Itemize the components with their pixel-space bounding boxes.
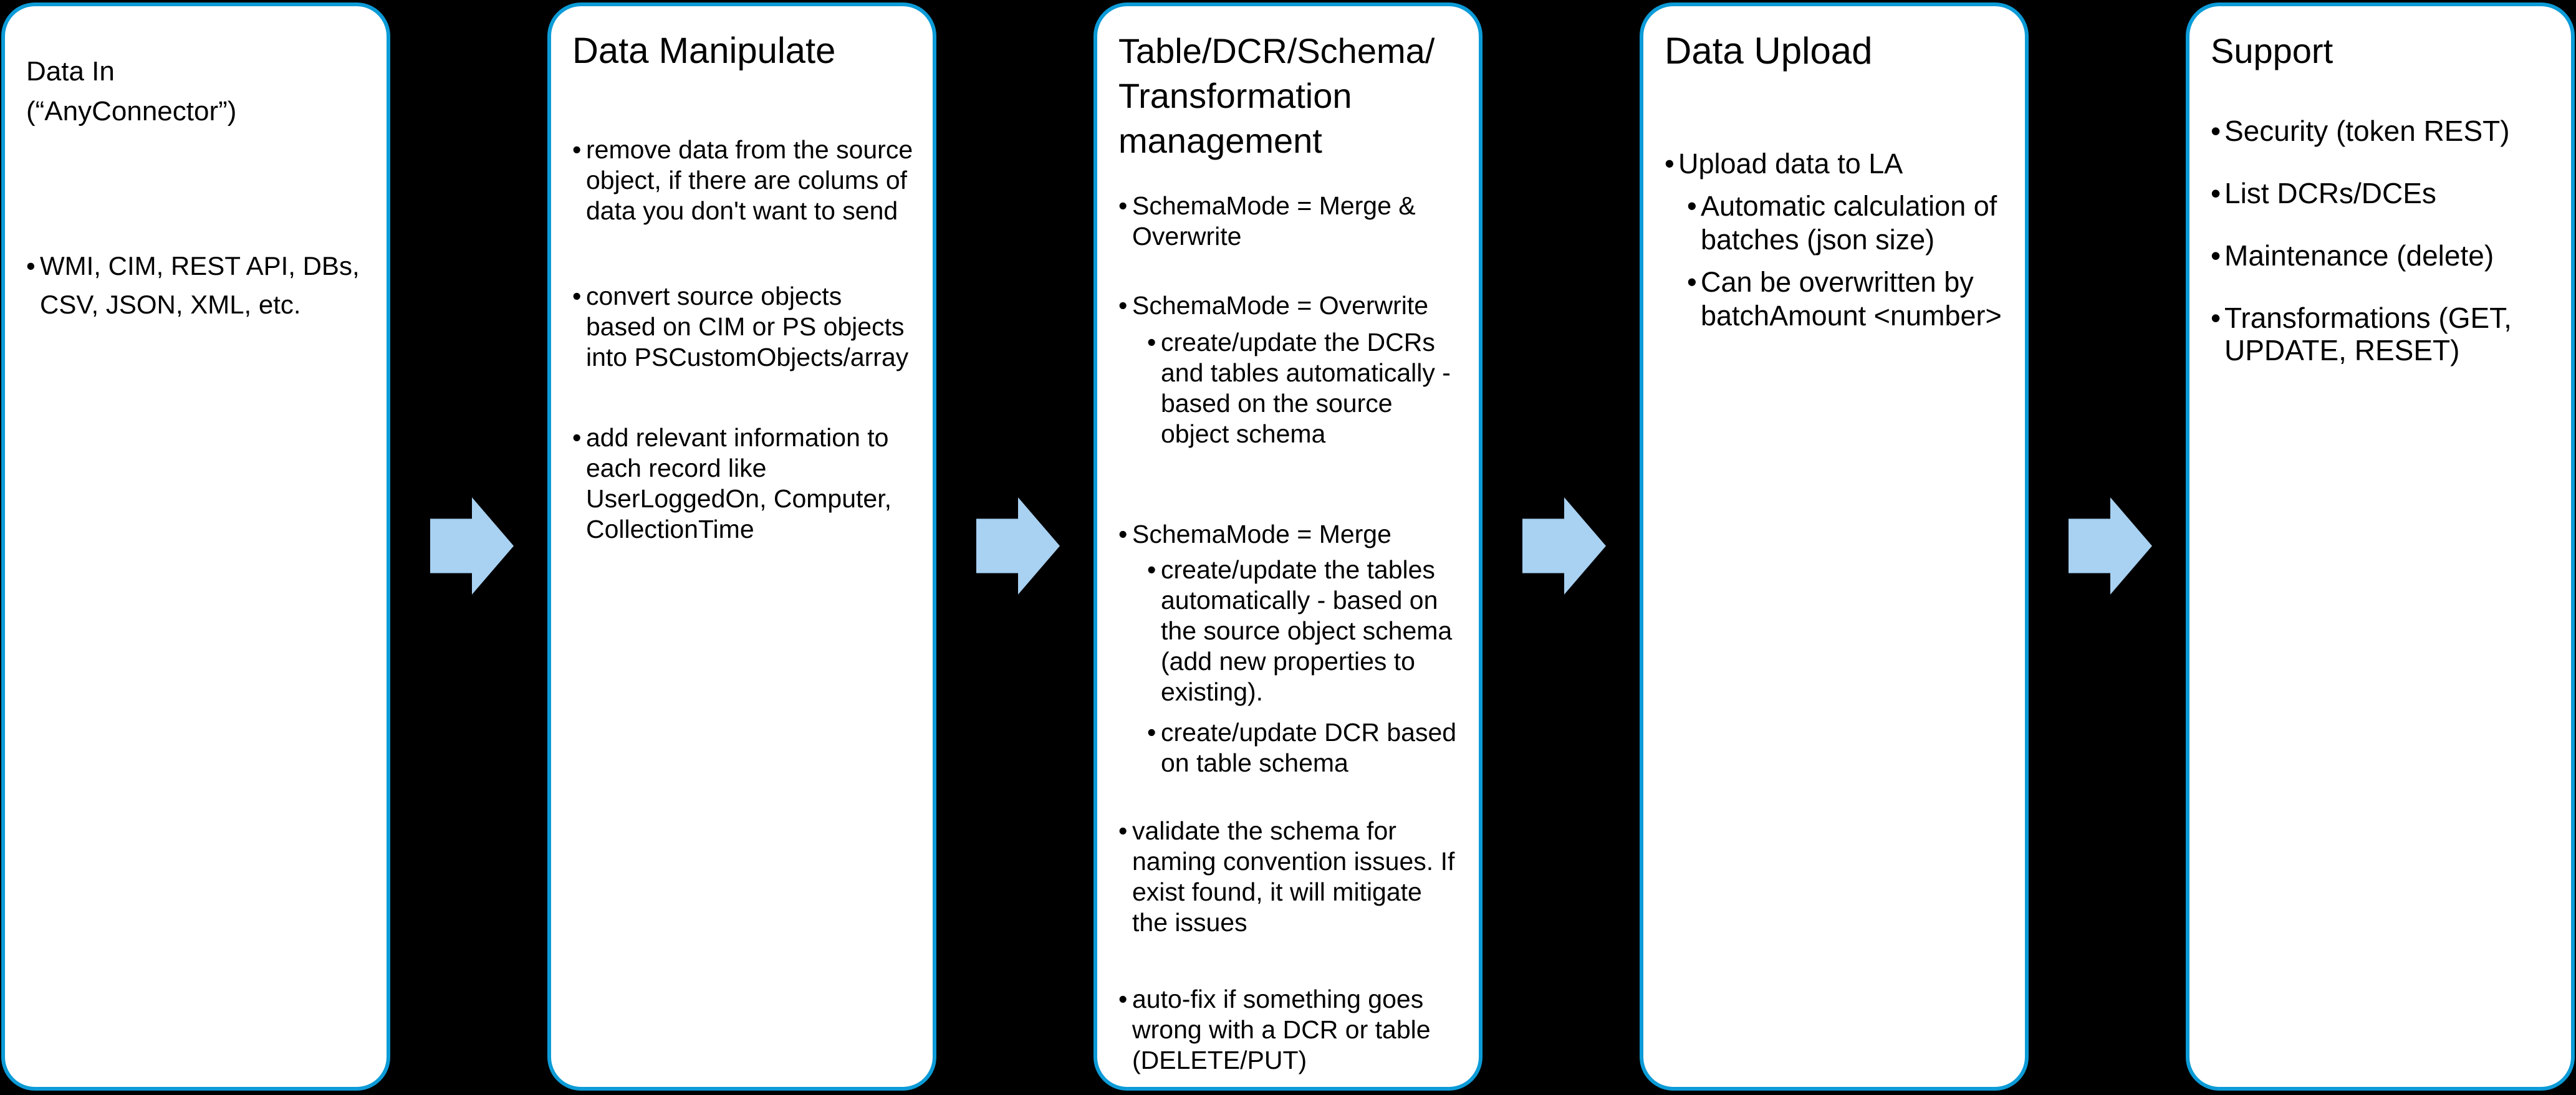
card-title: Data In (“AnyConnector”) [26,55,237,127]
bullet-list: Security (token REST) List DCRs/DCEs Mai… [2211,115,2555,366]
stage-card-table-dcr-schema-management: Table/DCR/Schema/ Transformation managem… [1093,2,1483,1091]
block-arrow-right-icon [2069,497,2152,595]
bullet-item: Security (token REST) [2211,115,2555,147]
bullet-list: WMI, CIM, REST API, DBs, CSV, JSON, XML,… [26,247,370,324]
bullet-list: SchemaMode = Merge & Overwrite SchemaMod… [1118,191,1463,1076]
bullet-sub-item: create/update DCR based on table schema [1147,717,1463,778]
bullet-item: Upload data to LA [1665,147,2009,181]
stage-card-support: Support Security (token REST) List DCRs/… [2186,2,2575,1091]
card-title: Data Manipulate [572,31,836,71]
bullet-sub-item: create/update the tables automatically -… [1147,555,1463,707]
stage-card-data-manipulate: Data Manipulate remove data from the sou… [547,2,936,1091]
bullet-list: remove data from the source object, if t… [572,135,916,545]
bullet-sub-item: create/update the DCRs and tables automa… [1147,327,1463,449]
card-title: Table/DCR/Schema/ Transformation managem… [1118,31,1435,160]
bullet-item: Transformations (GET, UPDATE, RESET) [2211,302,2555,366]
card-title: Data Upload [1665,30,1873,72]
bullet-item: List DCRs/DCEs [2211,177,2555,209]
bullet-item: SchemaMode = Merge [1118,519,1463,550]
bullet-item: auto-fix if something goes wrong with a … [1118,984,1463,1076]
bullet-item: add relevant information to each record … [572,423,916,545]
bullet-sub-item: Automatic calculation of batches (json s… [1687,189,2009,257]
bullet-item: convert source objects based on CIM or P… [572,281,916,373]
bullet-item: remove data from the source object, if t… [572,135,916,226]
card-title: Support [2211,31,2333,70]
block-arrow-right-icon [1522,497,1606,595]
bullet-sub-item: Can be overwritten by batchAmount <numbe… [1687,265,2009,333]
bullet-item: SchemaMode = Merge & Overwrite [1118,191,1463,252]
block-arrow-right-icon [430,497,514,595]
stage-card-data-upload: Data Upload Upload data to LA Automatic … [1640,2,2029,1091]
stage-card-data-in: Data In (“AnyConnector”) WMI, CIM, REST … [1,2,390,1091]
block-arrow-right-icon [976,497,1060,595]
bullet-item: WMI, CIM, REST API, DBs, CSV, JSON, XML,… [26,247,370,324]
bullet-item: SchemaMode = Overwrite [1118,290,1463,321]
bullet-item: validate the schema for naming conventio… [1118,816,1463,938]
bullet-list: Upload data to LA Automatic calculation … [1665,147,2009,333]
bullet-item: Maintenance (delete) [2211,239,2555,272]
